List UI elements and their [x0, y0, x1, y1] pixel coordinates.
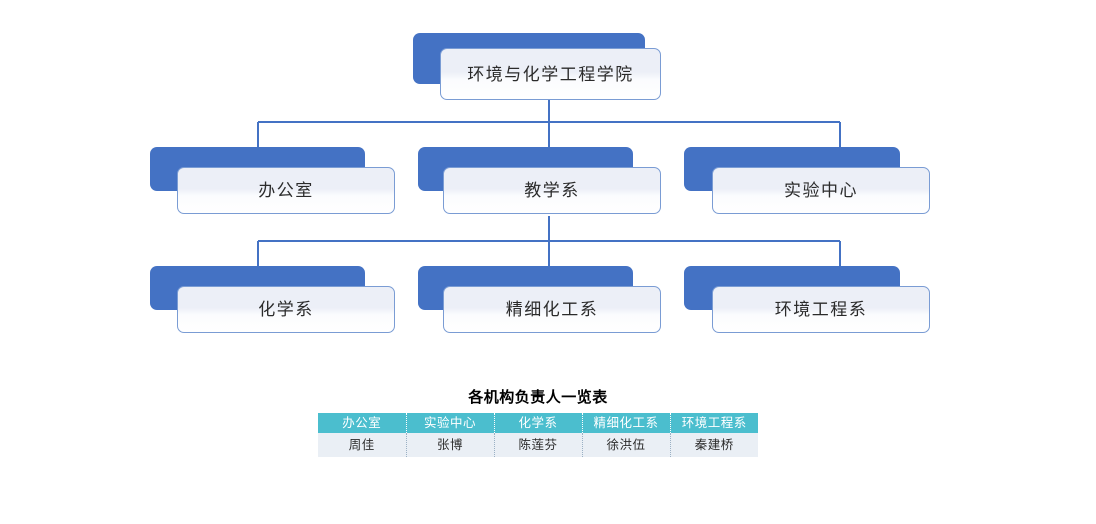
org-node-fine-chemical-label: 精细化工系: [505, 300, 599, 319]
org-node-office[interactable]: 办公室: [150, 147, 395, 214]
org-node-environmental-eng[interactable]: 环境工程系: [684, 266, 930, 333]
roster-title: 各机构负责人一览表: [468, 388, 608, 406]
org-node-college-card[interactable]: 环境与化学工程学院: [440, 48, 661, 100]
org-node-office-label: 办公室: [258, 181, 314, 200]
roster-cell: 秦建桥: [670, 433, 758, 457]
org-node-environmental-eng-card[interactable]: 环境工程系: [712, 286, 930, 333]
org-chart: 环境与化学工程学院 办公室 教学系 实验中心 化学系 精细化工系: [150, 33, 930, 333]
roster-header-cell: 精细化工系: [582, 413, 671, 433]
org-node-teaching[interactable]: 教学系: [418, 147, 661, 214]
roster-header-row: 办公室 实验中心 化学系 精细化工系 环境工程系: [318, 413, 758, 433]
org-node-fine-chemical[interactable]: 精细化工系: [418, 266, 661, 333]
roster-cell: 徐洪伍: [582, 433, 671, 457]
roster-section: 各机构负责人一览表 办公室 实验中心 化学系 精细化工系 环境工程系 周佳 张博…: [318, 386, 758, 457]
org-node-environmental-eng-label: 环境工程系: [774, 300, 868, 319]
org-node-office-card[interactable]: 办公室: [177, 167, 395, 214]
roster-header-cell: 环境工程系: [670, 413, 758, 433]
roster-cell: 张博: [406, 433, 495, 457]
org-node-chemistry-card[interactable]: 化学系: [177, 286, 395, 333]
roster-table: 办公室 实验中心 化学系 精细化工系 环境工程系 周佳 张博 陈莲芬 徐洪伍 秦…: [318, 413, 758, 457]
org-node-college[interactable]: 环境与化学工程学院: [413, 33, 661, 100]
roster-header-cell: 化学系: [494, 413, 583, 433]
roster-header-cell: 实验中心: [406, 413, 495, 433]
org-node-college-label: 环境与化学工程学院: [467, 64, 634, 84]
org-chart-connectors: [257, 100, 841, 266]
org-node-lab-center[interactable]: 实验中心: [684, 147, 930, 214]
org-node-fine-chemical-card[interactable]: 精细化工系: [443, 286, 661, 333]
org-node-teaching-label: 教学系: [524, 181, 580, 200]
org-node-teaching-card[interactable]: 教学系: [443, 167, 661, 214]
org-node-chemistry-label: 化学系: [258, 300, 314, 319]
org-node-lab-center-label: 实验中心: [784, 181, 858, 200]
roster-cell: 陈莲芬: [494, 433, 583, 457]
roster-header-cell: 办公室: [318, 413, 407, 433]
org-node-lab-center-card[interactable]: 实验中心: [712, 167, 930, 214]
table-row: 周佳 张博 陈莲芬 徐洪伍 秦建桥: [318, 433, 758, 457]
org-node-chemistry[interactable]: 化学系: [150, 266, 395, 333]
roster-cell: 周佳: [318, 433, 407, 457]
